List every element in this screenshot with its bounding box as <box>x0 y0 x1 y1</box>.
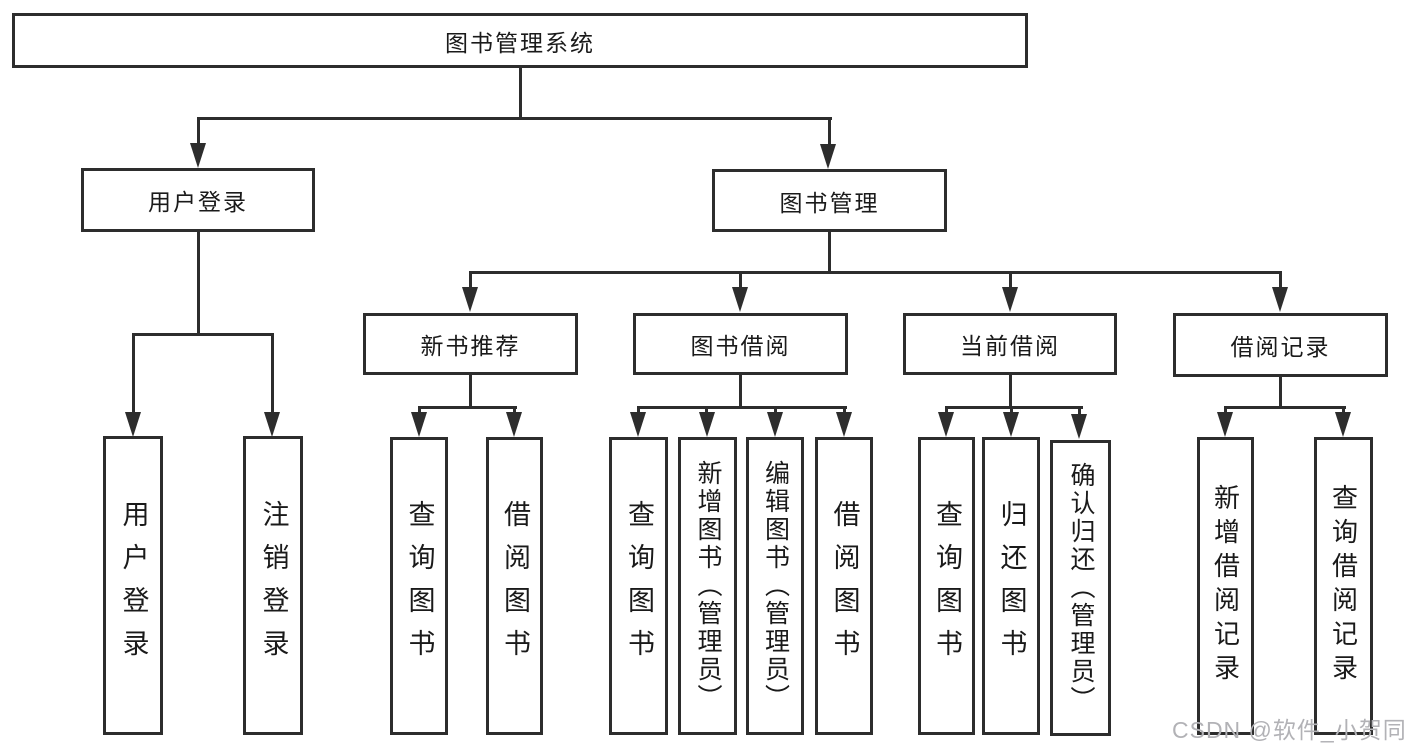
leaf-bb-add-books-admin-label: 新增图书（管理员） <box>694 460 722 712</box>
node-new-book-recommend: 新书推荐 <box>363 313 578 375</box>
leaf-bb-query-books: 查询图书 <box>609 437 668 735</box>
connector-root-down <box>519 68 522 120</box>
arrow-down-icon <box>1071 414 1087 439</box>
leaf-cb-confirm-return-admin-label: 确认归还（管理员） <box>1067 462 1095 714</box>
leaf-bb-add-books-admin: 新增图书（管理员） <box>678 437 737 735</box>
node-current-borrow: 当前借阅 <box>903 313 1117 375</box>
arrow-down-icon <box>767 412 783 437</box>
arrow-down-icon <box>1335 412 1351 437</box>
arrow-down-icon <box>190 143 206 168</box>
arrow-down-icon <box>1217 412 1233 437</box>
leaf-nb-query-books: 查询图书 <box>390 437 448 735</box>
connector-bookborrow-horizontal <box>637 406 847 409</box>
arrow-down-icon <box>820 144 836 169</box>
arrow-down-icon <box>1003 412 1019 437</box>
arrow-down-icon <box>732 287 748 312</box>
arrow-down-icon <box>1002 287 1018 312</box>
node-book-management-label: 图书管理 <box>779 189 880 216</box>
node-borrow-records: 借阅记录 <box>1173 313 1388 377</box>
connector-bookborrow-down <box>739 374 742 408</box>
node-current-borrow-label: 当前借阅 <box>960 333 1060 359</box>
leaf-br-add-record-label: 新增借阅记录 <box>1210 484 1241 688</box>
leaf-bb-borrow-books-label: 借阅图书 <box>829 500 860 672</box>
leaf-br-query-record: 查询借阅记录 <box>1314 437 1373 735</box>
leaf-br-add-record: 新增借阅记录 <box>1197 437 1254 735</box>
arrow-down-icon <box>699 412 715 437</box>
connector-stub <box>1342 406 1345 415</box>
connector-stub <box>1010 406 1013 415</box>
connector-level2-horizontal <box>197 117 832 120</box>
arrow-down-icon <box>938 412 954 437</box>
arrow-down-icon <box>264 412 280 437</box>
connector-stub <box>1224 406 1227 415</box>
connector-stub <box>418 406 421 415</box>
arrow-down-icon <box>630 412 646 437</box>
leaf-user-login: 用户登录 <box>103 436 163 735</box>
arrow-down-icon <box>411 412 427 437</box>
connector-stub <box>774 406 777 415</box>
leaf-bb-edit-books-admin-label: 编辑图书（管理员） <box>761 460 790 712</box>
leaf-user-login-label: 用户登录 <box>118 499 149 672</box>
connector-stub <box>513 406 516 415</box>
arrow-down-icon <box>836 412 852 437</box>
connector-stub-leaf-logout <box>271 333 274 413</box>
node-new-book-recommend-label: 新书推荐 <box>420 333 521 359</box>
node-root: 图书管理系统 <box>12 13 1028 68</box>
connector-newbooks-horizontal <box>418 406 517 409</box>
connector-stub-user-login <box>197 117 200 145</box>
arrow-down-icon <box>462 287 478 312</box>
connector-currentborrow-horizontal <box>945 406 1083 409</box>
connector-stub <box>637 406 640 415</box>
connector-mgmt-down <box>828 232 831 274</box>
leaf-bb-borrow-books: 借阅图书 <box>815 437 873 735</box>
node-borrow-records-label: 借阅记录 <box>1230 334 1331 360</box>
connector-borrowrecords-down <box>1279 376 1282 408</box>
connector-newbooks-down <box>469 374 472 408</box>
node-book-borrow-label: 图书借阅 <box>690 333 791 359</box>
leaf-cb-return-books: 归还图书 <box>982 437 1040 735</box>
node-book-management: 图书管理 <box>712 169 947 232</box>
connector-stub <box>1078 406 1081 417</box>
node-root-label: 图书管理系统 <box>445 29 595 56</box>
arrow-down-icon <box>125 412 141 437</box>
leaf-nb-borrow-books: 借阅图书 <box>486 437 543 735</box>
connector-stub-new-books <box>469 271 472 289</box>
leaf-cb-query-books-label: 查询图书 <box>932 500 962 672</box>
connector-stub-book-borrow <box>739 271 742 289</box>
leaf-nb-query-books-label: 查询图书 <box>404 500 435 672</box>
connector-currentborrow-down <box>1009 374 1012 408</box>
leaf-nb-borrow-books-label: 借阅图书 <box>500 500 530 672</box>
connector-stub <box>843 406 846 415</box>
connector-login-horizontal <box>132 333 274 336</box>
node-book-borrow: 图书借阅 <box>633 313 848 375</box>
leaf-logout-label: 注销登录 <box>258 499 289 672</box>
connector-stub-book-management <box>828 117 831 145</box>
connector-stub-borrow-records <box>1279 271 1282 289</box>
arrow-down-icon <box>506 412 522 437</box>
connector-stub <box>705 406 708 415</box>
node-user-login-label: 用户登录 <box>148 189 248 215</box>
leaf-bb-query-books-label: 查询图书 <box>624 500 654 672</box>
leaf-logout: 注销登录 <box>243 436 303 735</box>
connector-login-down <box>197 232 200 336</box>
connector-stub-current-borrow <box>1009 271 1012 289</box>
leaf-cb-return-books-label: 归还图书 <box>996 500 1027 672</box>
leaf-bb-edit-books-admin: 编辑图书（管理员） <box>746 437 804 735</box>
leaf-br-query-record-label: 查询借阅记录 <box>1328 484 1359 688</box>
connector-stub-leaf-user-login <box>132 333 135 413</box>
node-user-login: 用户登录 <box>81 168 315 232</box>
leaf-cb-confirm-return-admin: 确认归还（管理员） <box>1050 440 1111 736</box>
arrow-down-icon <box>1272 287 1288 312</box>
connector-stub <box>945 406 948 415</box>
connector-level3-horizontal <box>469 271 1282 274</box>
watermark-text: CSDN @软件_小贺同学 <box>1172 717 1405 743</box>
leaf-cb-query-books: 查询图书 <box>918 437 975 735</box>
connector-borrowrecords-horizontal <box>1224 406 1346 409</box>
